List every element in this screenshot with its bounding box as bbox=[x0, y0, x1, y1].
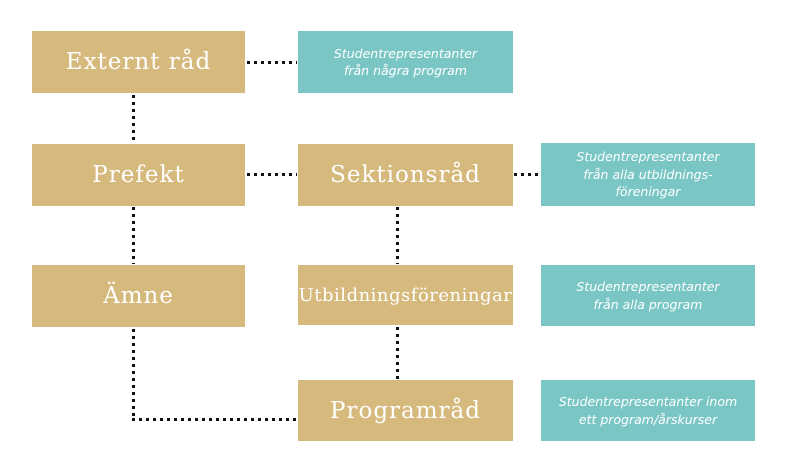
connector-sektionsrad-to-utbildningsforeningar bbox=[396, 207, 399, 264]
node-utbildningsforeningar: Utbildningsföreningar bbox=[298, 265, 513, 325]
connector-amne-to-programrad-horizontal bbox=[132, 418, 297, 421]
node-sektionsrad: Sektionsråd bbox=[298, 144, 513, 206]
node-programrad: Programråd bbox=[298, 380, 513, 441]
connector-externt-rad-to-prefekt bbox=[132, 95, 135, 143]
connector-sektionsrad-to-note bbox=[514, 173, 540, 176]
note-studentrep-alla-utbildningsforeningar: Studentrepresentanter från alla utbildni… bbox=[541, 143, 755, 206]
connector-utbildningsforeningar-to-programrad bbox=[396, 327, 399, 379]
node-prefekt: Prefekt bbox=[32, 144, 245, 206]
connector-amne-to-programrad-vertical bbox=[132, 329, 135, 420]
node-externt-rad: Externt råd bbox=[32, 31, 245, 93]
node-amne: Ämne bbox=[32, 265, 245, 327]
connector-prefekt-to-amne bbox=[132, 207, 135, 264]
connector-prefekt-to-sektionsrad bbox=[247, 173, 297, 176]
note-studentrep-alla-program: Studentrepresentanter från alla program bbox=[541, 265, 755, 326]
connector-externt-rad-to-note bbox=[247, 61, 297, 64]
note-studentrep-nagra-program: Studentrepresentanter från några program bbox=[298, 31, 513, 93]
note-studentrep-inom-program: Studentrepresentanter inom ett program/å… bbox=[541, 380, 755, 441]
